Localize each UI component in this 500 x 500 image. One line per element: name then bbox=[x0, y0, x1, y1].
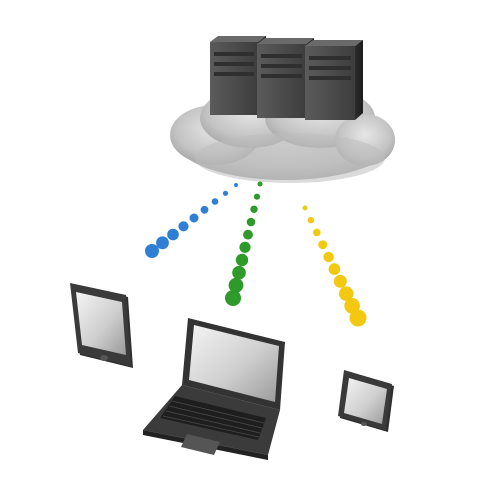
stream-dot bbox=[228, 277, 244, 293]
server-rack-icon bbox=[210, 36, 363, 120]
tablet-icon bbox=[70, 283, 133, 368]
stream-dot bbox=[235, 253, 249, 267]
stream-dot bbox=[246, 217, 256, 227]
stream-dot bbox=[339, 286, 354, 301]
stream-dot bbox=[313, 228, 321, 237]
stream-dot bbox=[328, 263, 341, 275]
stream-dot bbox=[156, 236, 169, 250]
stream-dot bbox=[222, 190, 229, 196]
connection-stream-blue bbox=[145, 183, 238, 258]
stream-dot bbox=[253, 193, 261, 200]
stream-dot bbox=[211, 198, 219, 205]
stream-dot bbox=[189, 213, 199, 223]
stream-dot bbox=[200, 205, 209, 214]
server-unit bbox=[305, 40, 363, 120]
stream-dot bbox=[243, 229, 253, 240]
stream-dot bbox=[239, 241, 251, 253]
stream-dot bbox=[178, 221, 189, 232]
stream-dot bbox=[167, 228, 179, 241]
stream-dot bbox=[344, 298, 360, 314]
phone-icon bbox=[338, 370, 394, 432]
connection-stream-green bbox=[225, 181, 263, 306]
stream-dot bbox=[323, 251, 334, 263]
connection-stream-yellow bbox=[302, 205, 367, 327]
stream-dot bbox=[257, 181, 263, 187]
stream-dot bbox=[307, 217, 315, 224]
stream-dot bbox=[232, 265, 246, 280]
stream-dot bbox=[333, 274, 347, 288]
laptop-icon bbox=[143, 318, 285, 460]
stream-dot bbox=[225, 290, 241, 306]
stream-dot bbox=[318, 240, 328, 250]
stream-dot bbox=[349, 309, 367, 327]
stream-dot bbox=[302, 205, 308, 211]
stream-dot bbox=[145, 244, 159, 258]
stream-dot bbox=[250, 205, 258, 213]
stream-dot bbox=[234, 183, 238, 187]
